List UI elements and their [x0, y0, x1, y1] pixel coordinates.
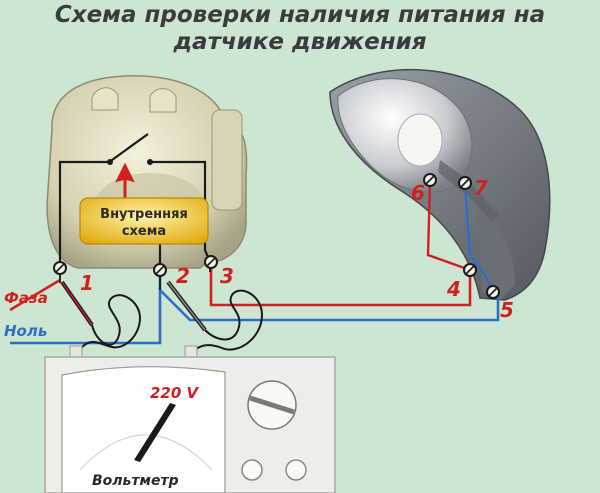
probe-lead-left — [60, 280, 142, 353]
title-line-2: датчике движения — [173, 29, 427, 55]
inner-circuit-box: Внутренняя схема — [79, 197, 209, 245]
voltmeter: 220 V Вольтметр — [44, 345, 336, 493]
terminal-label-1: 1 — [80, 271, 94, 295]
phase-label: Фаза — [4, 289, 48, 307]
voltmeter-dial — [61, 366, 226, 493]
terminal-label-3: 3 — [220, 264, 234, 288]
switch-contacts — [107, 159, 153, 165]
inner-label-1: Внутренняя — [100, 207, 188, 222]
red-arrow-up — [115, 162, 135, 200]
voltmeter-needle — [134, 403, 176, 462]
terminal-label-2: 2 — [176, 264, 190, 288]
diagram-title: Схема проверки наличия питания на датчик… — [0, 2, 600, 56]
neutral-wire — [10, 275, 500, 345]
phase-wire — [9, 262, 472, 312]
street-lamp — [329, 69, 551, 301]
inner-label-2: схема — [122, 224, 166, 239]
neutral-label: Ноль — [4, 322, 47, 340]
terminal-label-5: 5 — [500, 298, 514, 322]
lamp-bulb — [397, 113, 443, 167]
probe-socket-left — [241, 459, 263, 481]
lamp-internal-wires — [426, 181, 495, 293]
title-line-1: Схема проверки наличия питания на — [54, 2, 546, 28]
voltmeter-reading: 220 V — [150, 384, 200, 402]
voltmeter-label: Вольтметр — [92, 473, 179, 489]
probe-socket-right — [285, 459, 307, 481]
terminal-label-6: 6 — [411, 181, 425, 205]
probe-lead-right — [166, 280, 264, 356]
terminal-label-7: 7 — [474, 176, 488, 200]
terminal-label-4: 4 — [446, 277, 461, 301]
